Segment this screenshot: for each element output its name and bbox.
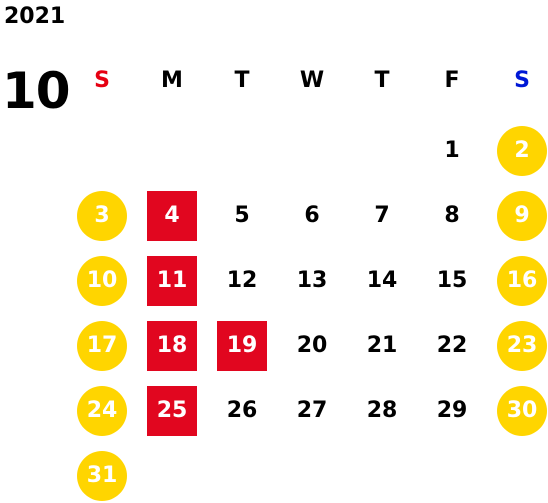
day-cell-28: 28: [366, 398, 398, 423]
weekday-header-wednesday: W: [299, 68, 325, 93]
day-cell-31: 31: [77, 451, 127, 501]
day-cell-18: 18: [147, 321, 197, 371]
day-cell-15: 15: [436, 268, 468, 293]
weekday-header-sunday: S: [94, 68, 110, 93]
day-cell-21: 21: [366, 333, 398, 358]
day-cell-13: 13: [296, 268, 328, 293]
day-cell-2: 2: [497, 126, 547, 176]
day-cell-11: 11: [147, 256, 197, 306]
day-cell-12: 12: [226, 268, 258, 293]
day-cell-27: 27: [296, 398, 328, 423]
calendar-year: 2021: [4, 4, 66, 29]
day-cell-16: 16: [497, 256, 547, 306]
weekday-header-tuesday: T: [234, 68, 250, 93]
weekday-header-monday: M: [161, 68, 183, 93]
day-cell-7: 7: [374, 203, 390, 228]
day-cell-26: 26: [226, 398, 258, 423]
weekday-header-thursday: T: [374, 68, 390, 93]
day-cell-24: 24: [77, 386, 127, 436]
day-cell-5: 5: [234, 203, 250, 228]
day-cell-20: 20: [296, 333, 328, 358]
day-cell-10: 10: [77, 256, 127, 306]
day-cell-17: 17: [77, 321, 127, 371]
day-cell-22: 22: [436, 333, 468, 358]
day-cell-23: 23: [497, 321, 547, 371]
day-cell-4: 4: [147, 191, 197, 241]
day-cell-29: 29: [436, 398, 468, 423]
day-cell-19: 19: [217, 321, 267, 371]
day-cell-14: 14: [366, 268, 398, 293]
calendar-month: 10: [2, 62, 71, 120]
day-cell-30: 30: [497, 386, 547, 436]
weekday-header-friday: F: [444, 68, 460, 93]
day-cell-3: 3: [77, 191, 127, 241]
day-cell-1: 1: [444, 138, 460, 163]
weekday-header-saturday: S: [514, 68, 530, 93]
day-cell-9: 9: [497, 191, 547, 241]
day-cell-25: 25: [147, 386, 197, 436]
day-cell-8: 8: [444, 203, 460, 228]
day-cell-6: 6: [304, 203, 320, 228]
